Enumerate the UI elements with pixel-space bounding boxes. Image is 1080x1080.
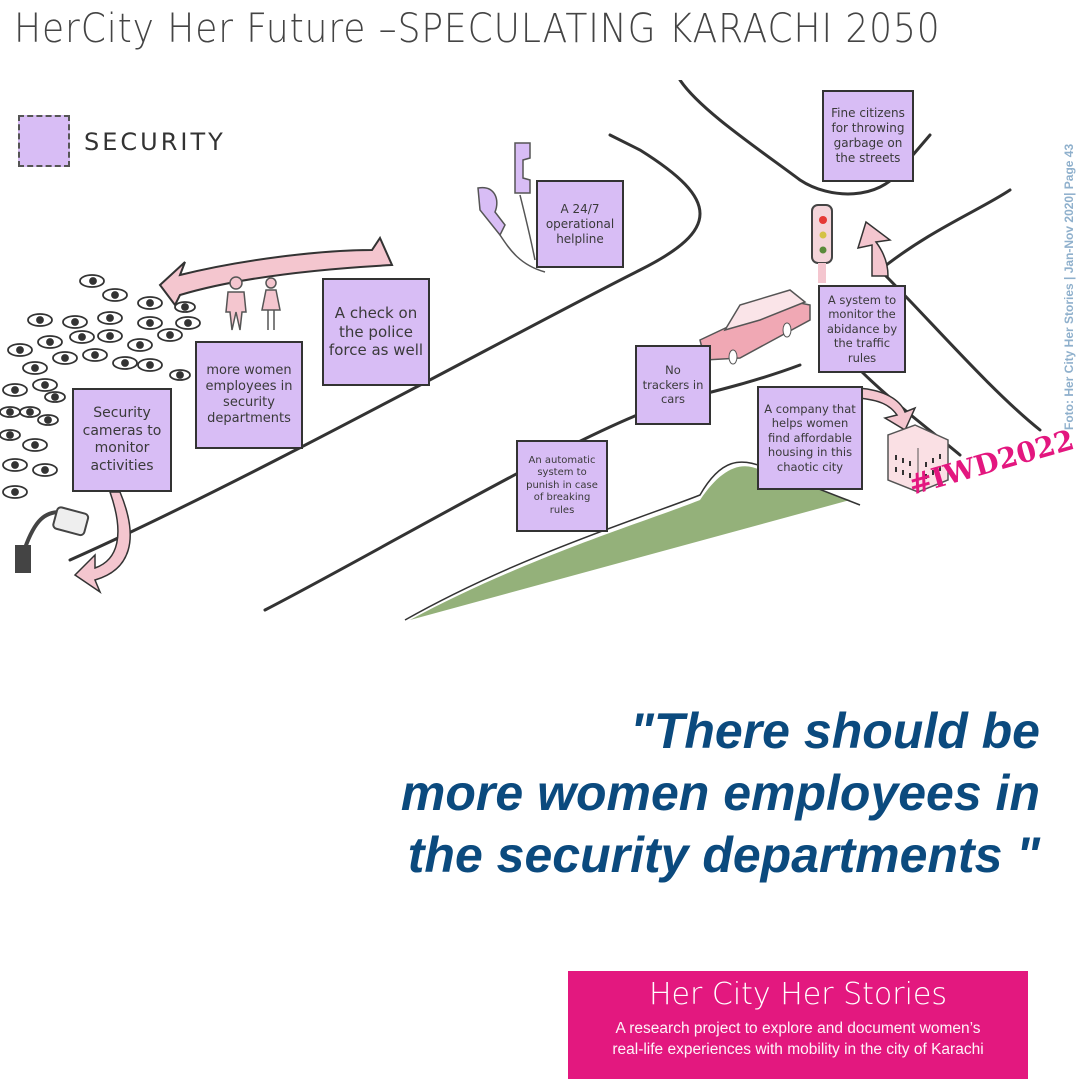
footer-banner: Her City Her Stories A research project … — [568, 971, 1028, 1079]
road-line — [263, 363, 802, 612]
city-illustration — [0, 80, 1042, 621]
note-cameras: Security cameras to monitor activities — [72, 388, 172, 492]
note-auto-punish: An automatic system to punish in case of… — [516, 440, 608, 532]
eyes-icon — [0, 274, 201, 499]
people-figures-icon — [225, 276, 281, 331]
footer-title: Her City Her Stories — [648, 977, 948, 1012]
note-helpline: A 24/7 operational helpline — [536, 180, 624, 268]
footer-subtitle-line: A research project to explore and docume… — [615, 1020, 981, 1037]
park-area — [410, 466, 850, 620]
arrow-icon — [73, 491, 131, 595]
note-fine-citizens: Fine citizens for throwing garbage on th… — [822, 90, 914, 182]
quote-line: "There should be — [630, 703, 1040, 759]
car-icon — [699, 289, 811, 365]
footer-subtitle-line: real-life experiences with mobility in t… — [612, 1041, 984, 1058]
quote-line: the security departments " — [407, 827, 1040, 883]
road-line — [68, 133, 702, 562]
note-women-employees: more women employees in security departm… — [195, 341, 303, 449]
note-no-trackers: No trackers in cars — [635, 345, 711, 425]
footer-subtitle: A research project to explore and docume… — [568, 1018, 1028, 1060]
quote-text: "There should be more women employees in… — [280, 700, 1040, 886]
note-traffic-system: A system to monitor the abidance by the … — [818, 285, 906, 373]
note-police-check: A check on the police force as well — [322, 278, 430, 386]
note-housing-company: A company that helps women find affordab… — [757, 386, 863, 490]
arrow-icon — [158, 235, 394, 307]
telephone-icon — [477, 142, 531, 237]
security-camera-icon — [15, 506, 90, 573]
photo-credit: Foto: Her City Her Stories | Jan-Nov 202… — [1062, 143, 1076, 430]
arrow-icon — [856, 220, 892, 277]
legend-swatch — [18, 115, 70, 167]
traffic-light-icon — [811, 204, 833, 283]
legend-label: SECURITY — [84, 128, 226, 156]
arrow-icon — [857, 387, 917, 432]
building-icon — [887, 424, 949, 493]
quote-line: more women employees in — [400, 765, 1040, 821]
page-title: HerCity Her Future –SPECULATING KARACHI … — [14, 6, 941, 52]
